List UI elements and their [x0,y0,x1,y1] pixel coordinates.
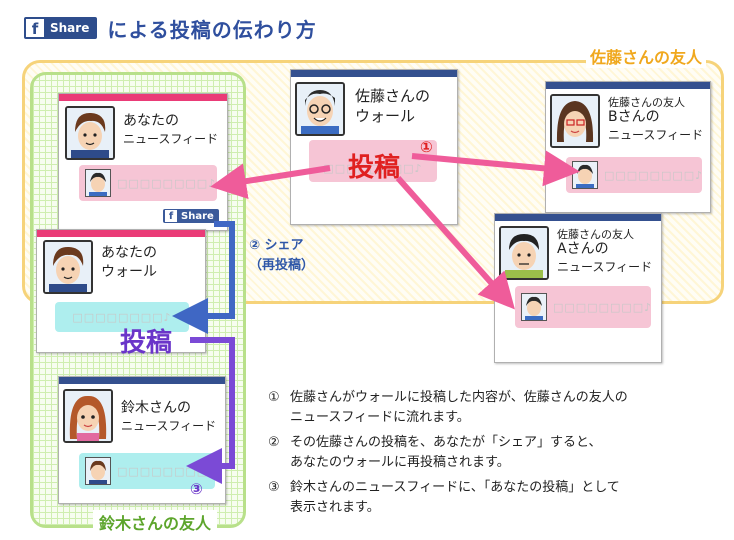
card-header-bar [37,230,205,237]
diagram-title: f Share による投稿の伝わり方 [24,14,317,42]
shared-post-label: 投稿 [120,328,173,358]
note-item: ② その佐藤さんの投稿を、あなたが「シェア」すると、あなたのウォールに再投稿され… [268,435,602,470]
your-mini-avatar [85,457,111,485]
your-wall-post[interactable]: □□□□□□□□♪ [55,302,189,332]
sato-mini-avatar [572,161,598,189]
suzuki-friends-label: 鈴木さんの友人 [93,510,218,534]
card-header-bar [59,377,225,384]
title-text: による投稿の伝わり方 [107,17,317,42]
your-newsfeed-card: あなたの ニュースフィード □□□□□□□□♪ f Share [58,93,228,231]
a-newsfeed-label: Aさんの ニュースフィード [557,241,653,274]
card-header-bar [59,94,227,101]
b-newsfeed-label: Bさんの ニュースフィード [608,109,704,142]
suzuki-newsfeed-label: 鈴木さんの ニュースフィード [121,400,217,433]
step-three-marker: ③ [190,480,203,498]
b-newsfeed-card: 佐藤さんの友人 Bさんの ニュースフィード □□□□□□□□♪ [545,81,711,213]
facebook-share-badge: f Share [24,17,98,39]
sato-wall-label: 佐藤さんの ウォール [355,87,431,126]
card-header-bar [546,82,710,89]
note-item: ① 佐藤さんがウォールに投稿した内容が、佐藤さんの友人のニュースフィードに流れま… [268,390,628,425]
b-avatar [550,94,600,148]
note-item: ③ 鈴木さんのニュースフィードに、「あなたの投稿」として表示されます。 [268,480,620,515]
your-avatar [65,106,115,160]
share-annotation: ② シェア （再投稿） [249,238,315,273]
your-avatar [43,240,93,294]
sato-friends-label: 佐藤さんの友人 [586,44,707,68]
your-wall-label: あなたの ウォール [101,245,157,280]
sato-wall-card: 佐藤さんの ウォール □□□□□□□□♪ [290,69,458,225]
sato-mini-avatar [521,293,547,321]
a-newsfeed-card: 佐藤さんの友人 Aさんの ニュースフィード □□□□□□□□♪ [494,213,662,363]
facebook-f-icon: f [165,210,177,222]
sato-avatar [295,82,345,136]
original-post-label: 投稿 [348,153,401,183]
a-avatar [499,226,549,280]
b-sub-label: 佐藤さんの友人 [608,96,685,109]
facebook-f-icon: f [26,19,44,37]
b-feed-post[interactable]: □□□□□□□□♪ [566,157,702,193]
step-one-marker: ① [420,138,433,156]
feed-post-sato[interactable]: □□□□□□□□♪ [79,165,217,201]
explanation-notes: ① 佐藤さんがウォールに投稿した内容が、佐藤さんの友人のニュースフィードに流れま… [268,388,718,523]
suzuki-avatar [63,389,113,443]
your-wall-card: あなたの ウォール □□□□□□□□♪ [36,229,206,353]
card-header-bar [291,70,457,77]
card-header-bar [495,214,661,221]
share-badge-label: Share [50,21,90,35]
your-newsfeed-label: あなたの ニュースフィード [123,113,219,146]
a-feed-post[interactable]: □□□□□□□□♪ [515,286,651,328]
share-button[interactable]: f Share [163,209,219,223]
a-sub-label: 佐藤さんの友人 [557,228,634,241]
sato-mini-avatar [85,169,111,197]
